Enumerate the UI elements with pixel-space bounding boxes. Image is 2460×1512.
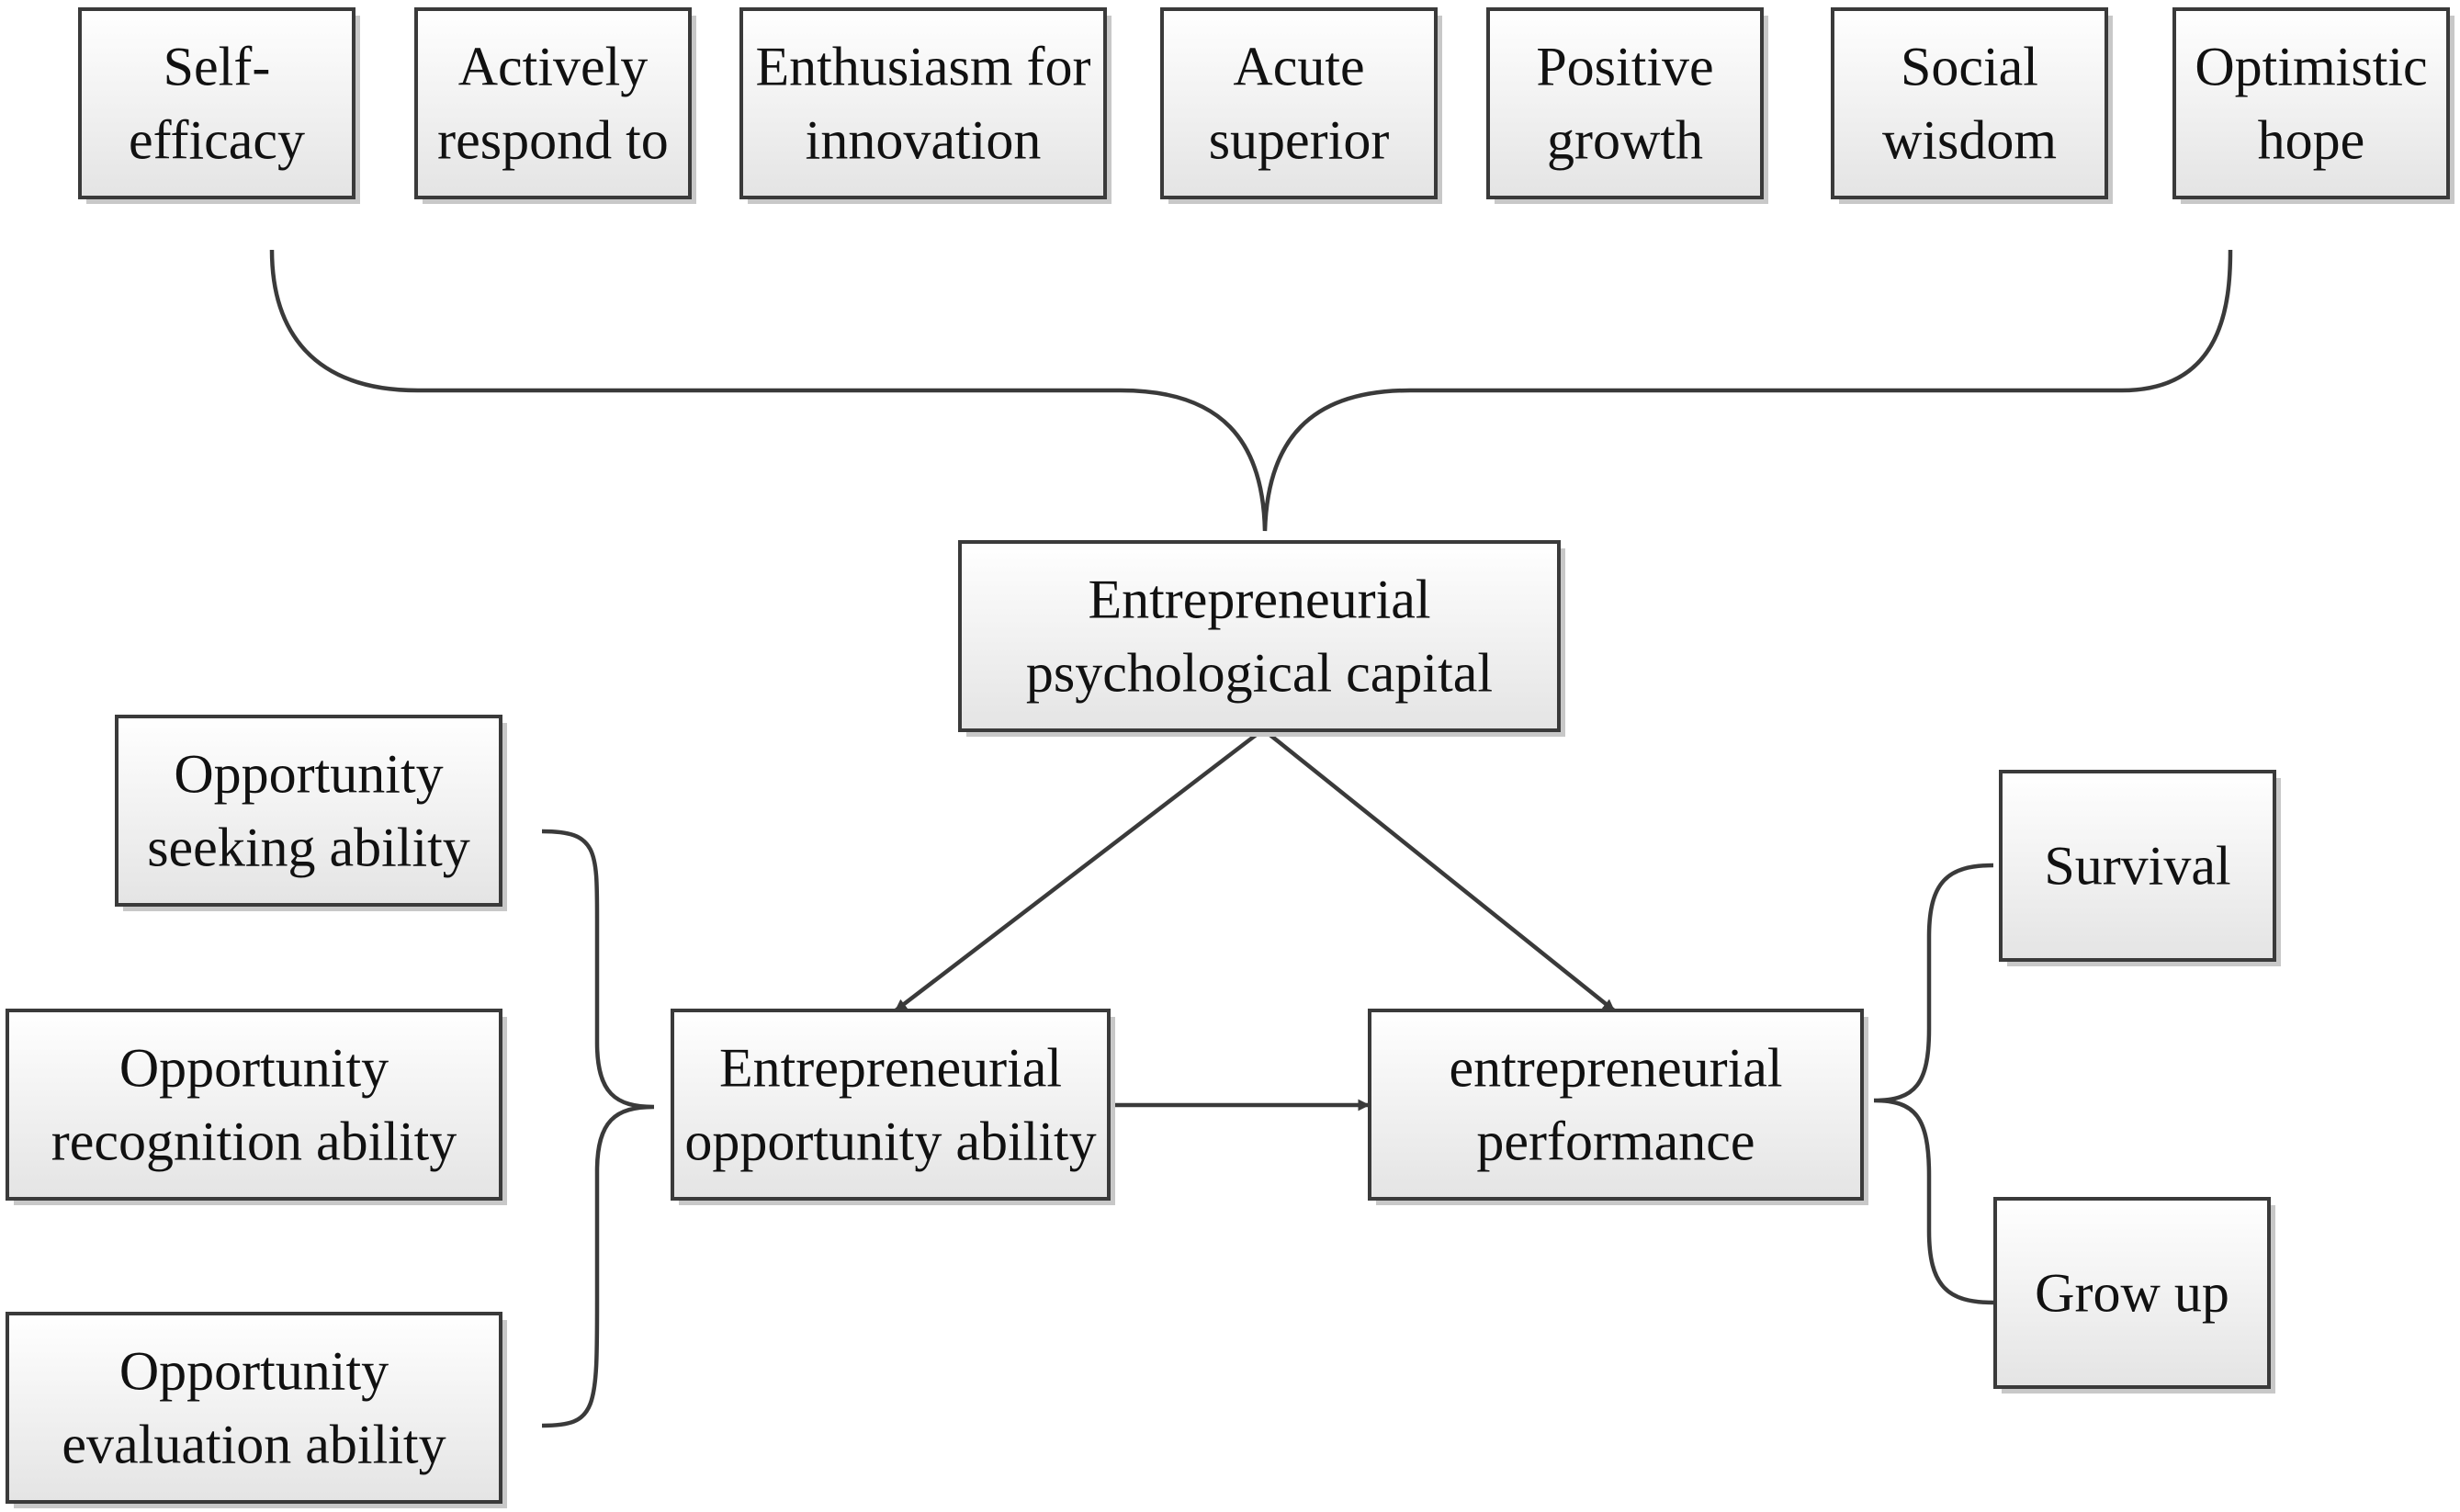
box-opportunity-ability: Entrepreneurial opportunity ability <box>671 1009 1115 1205</box>
box-label-line: Enthusiasm for <box>756 37 1091 97</box>
box-label-line: Acute <box>1233 37 1364 97</box>
box-survival: Survival <box>1999 770 2281 966</box>
box-label-line: performance <box>1476 1111 1755 1172</box>
box-frame <box>671 1009 1111 1201</box>
box-frame <box>1486 7 1764 199</box>
box-frame <box>2172 7 2450 199</box>
box-label-line: superior <box>1209 110 1390 171</box>
box-label-line: evaluation ability <box>62 1415 446 1475</box>
box-grow-up: Grow up <box>1993 1197 2275 1394</box>
box-frame <box>739 7 1107 199</box>
box-label-line: Entrepreneurial <box>719 1038 1062 1099</box>
connectors <box>269 249 2233 1428</box>
box-label-line: Opportunity <box>119 1341 389 1402</box>
box-label-line: growth <box>1547 110 1703 171</box>
box-label-line: recognition ability <box>51 1111 457 1172</box>
box-label-line: Opportunity <box>174 744 443 805</box>
box-frame <box>1831 7 2108 199</box>
box-frame <box>6 1009 502 1201</box>
box-label-line: innovation <box>806 110 1042 171</box>
box-social-wisdom: Social wisdom <box>1831 7 2113 204</box>
capital-to-opportunity-arrow <box>894 731 1260 1012</box>
box-label-line: Entrepreneurial <box>1088 570 1430 630</box>
box-frame <box>1993 1197 2271 1389</box>
box-frame <box>1160 7 1438 199</box>
box-label-line: Optimistic <box>2195 37 2427 97</box>
left-brace <box>541 829 655 1428</box>
box-acute-superior: Acute superior <box>1160 7 1442 204</box>
box-label-line: psychological capital <box>1026 643 1493 704</box>
box-label-line: efficacy <box>129 110 305 171</box>
right-brace <box>1873 863 1994 1305</box>
box-label-line: entrepreneurial <box>1449 1038 1782 1099</box>
box-opportunity-seeking: Opportunity seeking ability <box>115 715 507 911</box>
box-label-line: Positive <box>1536 37 1713 97</box>
box-opportunity-evaluation: Opportunity evaluation ability <box>6 1312 507 1508</box>
box-label-line: Grow up <box>2035 1263 2229 1324</box>
box-label-line: hope <box>2258 110 2365 171</box>
box-frame <box>1368 1009 1864 1201</box>
box-frame <box>958 540 1561 732</box>
box-psychological-capital: Entrepreneurial psychological capital <box>958 540 1565 737</box>
box-self-efficacy: Self-efficacy <box>78 7 360 204</box>
box-label-line: Self- <box>164 37 271 97</box>
box-opportunity-recognition: Opportunity recognition ability <box>6 1009 507 1205</box>
box-enthusiasm-innovation: Enthusiasm for innovation <box>739 7 1112 204</box>
box-performance: entrepreneurial performance <box>1368 1009 1868 1205</box>
box-optimistic-hope: Optimistic hope <box>2172 7 2454 204</box>
box-label-line: opportunity ability <box>684 1111 1096 1172</box>
box-label-line: Actively <box>458 37 649 97</box>
box-frame <box>78 7 355 199</box>
box-frame <box>6 1312 502 1504</box>
box-label-line: Social <box>1901 37 2038 97</box>
box-label-line: respond to <box>437 110 669 171</box>
capital-to-performance-arrow <box>1266 731 1616 1012</box>
box-frame <box>115 715 502 907</box>
box-label-line: Opportunity <box>119 1038 389 1099</box>
box-label-line: seeking ability <box>147 818 470 878</box>
box-label-line: wisdom <box>1882 110 2057 171</box>
box-actively-respond: Actively respond to <box>414 7 696 204</box>
box-frame <box>1999 770 2276 962</box>
top-brace <box>269 249 2233 532</box>
box-label-line: Survival <box>2044 836 2230 897</box>
box-frame <box>414 7 692 199</box>
box-positive-growth: Positive growth <box>1486 7 1768 204</box>
